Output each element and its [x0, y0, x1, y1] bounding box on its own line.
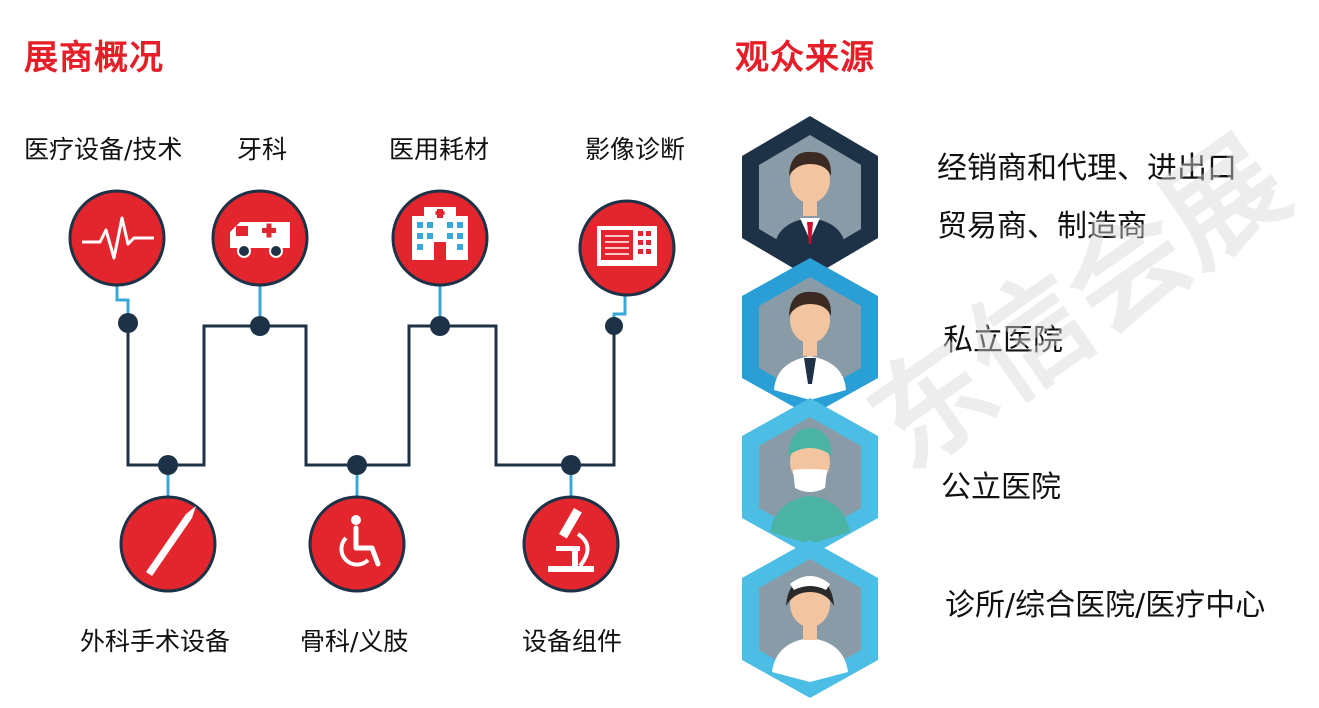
- category-label-dental: 牙科: [237, 135, 288, 164]
- microscope-icon: [522, 495, 620, 593]
- category-label-orthopedic: 骨科/义肢: [300, 627, 409, 656]
- category-label-components: 设备组件: [522, 627, 623, 656]
- category-label-consumables: 医用耗材: [389, 135, 490, 164]
- scalpel-icon: [119, 495, 217, 593]
- businessman-avatar-icon: [742, 116, 878, 278]
- audience-source-public-hospital: 公立医院: [941, 470, 1061, 505]
- hospital-icon: [391, 189, 489, 287]
- audience-source-dealers-line2: 贸易商、制造商: [937, 209, 1147, 244]
- audience-source-dealers-line1: 经销商和代理、进出口: [937, 151, 1237, 186]
- exhibitors-title: 展商概况: [24, 38, 164, 78]
- wheelchair-icon: [308, 495, 406, 593]
- nurse-avatar-icon: [742, 540, 878, 698]
- audience-source-private-hospital: 私立医院: [943, 323, 1063, 358]
- category-label-medical-equipment: 医疗设备/技术: [24, 135, 183, 164]
- heartbeat-icon: [68, 189, 166, 287]
- ambulance-icon: [211, 189, 309, 287]
- doctor-avatar-icon: [742, 258, 878, 416]
- audience-source-clinics: 诊所/综合医院/医疗中心: [945, 588, 1266, 623]
- category-label-imaging: 影像诊断: [585, 135, 686, 164]
- audience-title: 观众来源: [735, 38, 875, 78]
- imaging-monitor-icon: [578, 199, 676, 297]
- category-label-surgical: 外科手术设备: [80, 627, 231, 656]
- surgeon-avatar-icon: [742, 398, 878, 556]
